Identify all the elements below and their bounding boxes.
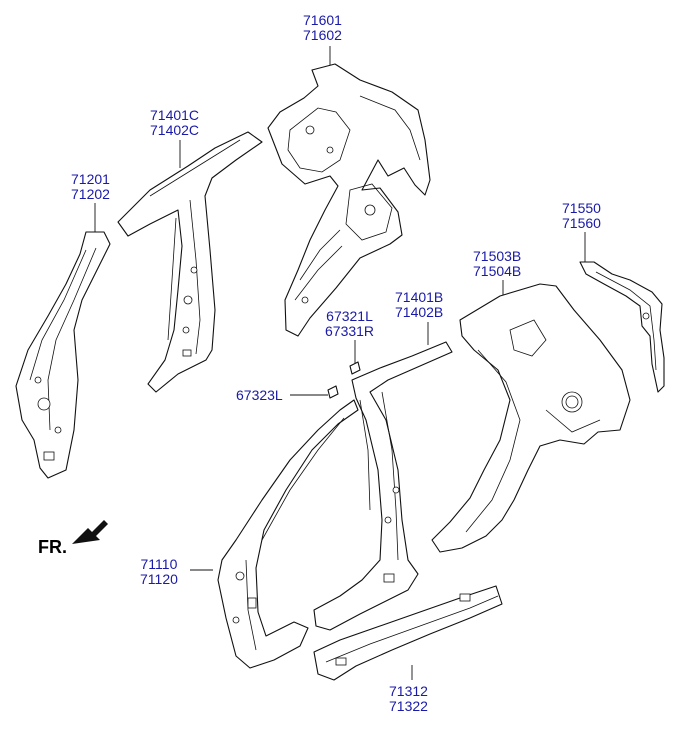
part-71401c-pillar-inner [117, 131, 263, 393]
part-71550-wheel-housing [579, 261, 665, 393]
part-67321l-clip [349, 361, 361, 375]
leader-lines [94, 46, 586, 680]
part-71503b-quarter-outer [431, 283, 631, 553]
part-71201-front-pillar-inner [15, 231, 111, 479]
part-67323l-clip [327, 385, 339, 399]
part-71110-side-outer-front [217, 399, 359, 669]
front-direction-label: FR. [38, 537, 67, 557]
front-direction-arrow-icon [72, 520, 108, 544]
part-71601-quarter-inner [267, 63, 431, 337]
label-67323l: 67323L [236, 387, 283, 403]
part-71312-side-sill [313, 585, 503, 681]
part-71401b-b-pillar-reinforcement [313, 341, 453, 631]
